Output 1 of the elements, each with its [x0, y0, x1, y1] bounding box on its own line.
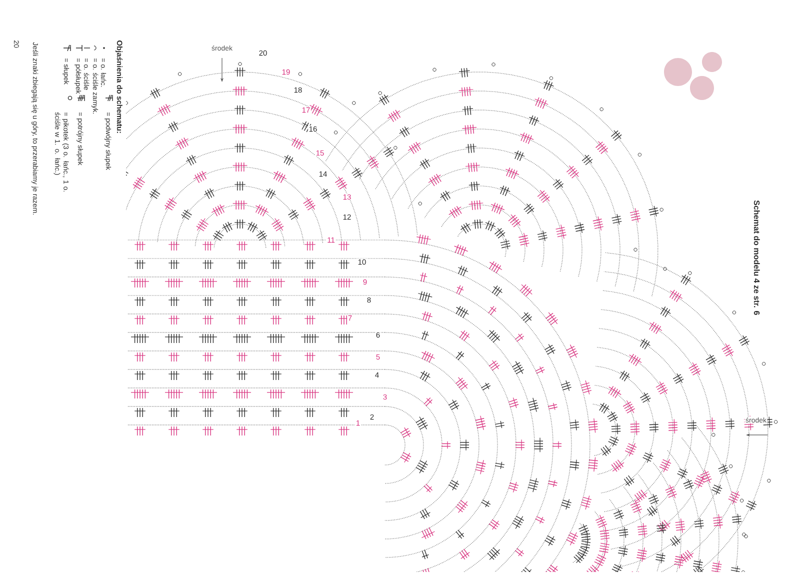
title: Schemat do modelu 4 ze str. 6 — [754, 200, 760, 315]
